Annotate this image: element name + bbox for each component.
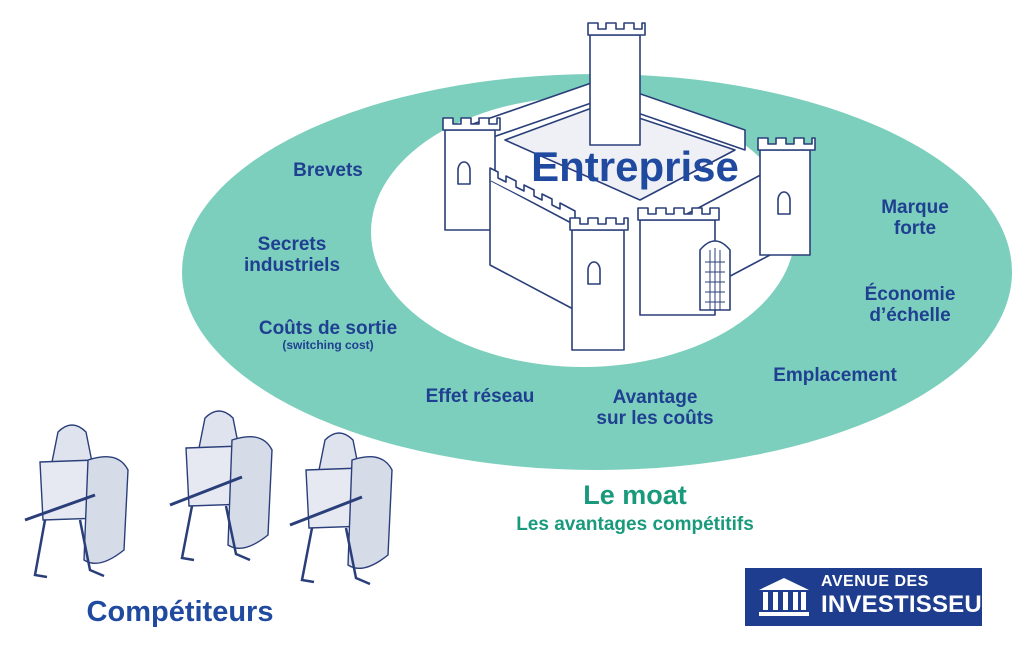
moat-title: Le moat [583, 480, 687, 510]
competitors-illustration [24, 410, 393, 586]
competitors-label: Compétiteurs [86, 596, 274, 628]
moat-subtitle: Les avantages compétitifs [516, 514, 754, 535]
switching-cost-label: (switching cost) [282, 338, 374, 353]
advantage-emplacement: Emplacement [773, 365, 897, 386]
avenue-des-investisseurs-logo[interactable]: AVENUE DES INVESTISSEURS [745, 568, 1015, 626]
company-title: Entreprise [531, 143, 739, 190]
temple-icon [759, 578, 809, 616]
advantage-marque-forte: Marque forte [881, 197, 949, 240]
advantage-economie-echelle: Économie d’échelle [864, 284, 956, 327]
logo-line-2: INVESTISSEURS [821, 591, 1016, 618]
soldier-figure-2 [169, 410, 273, 562]
advantage-effet-reseau: Effet réseau [425, 386, 535, 407]
soldier-figure-3 [289, 432, 393, 586]
advantage-avantage-couts: Avantage sur les coûts [596, 387, 714, 430]
advantage-secrets-industriels: Secrets industriels [243, 234, 341, 277]
couts-de-sortie-label: Coûts de sortie [258, 318, 398, 339]
advantage-couts-de-sortie: Coûts de sortie (switching cost) [228, 318, 428, 353]
castle-illustration [442, 22, 816, 351]
logo-line-1: AVENUE DES [821, 573, 929, 590]
logo-text: AVENUE DES INVESTISSEURS [821, 574, 1016, 617]
advantage-brevets: Brevets [293, 160, 363, 181]
soldier-figure-1 [24, 424, 129, 579]
